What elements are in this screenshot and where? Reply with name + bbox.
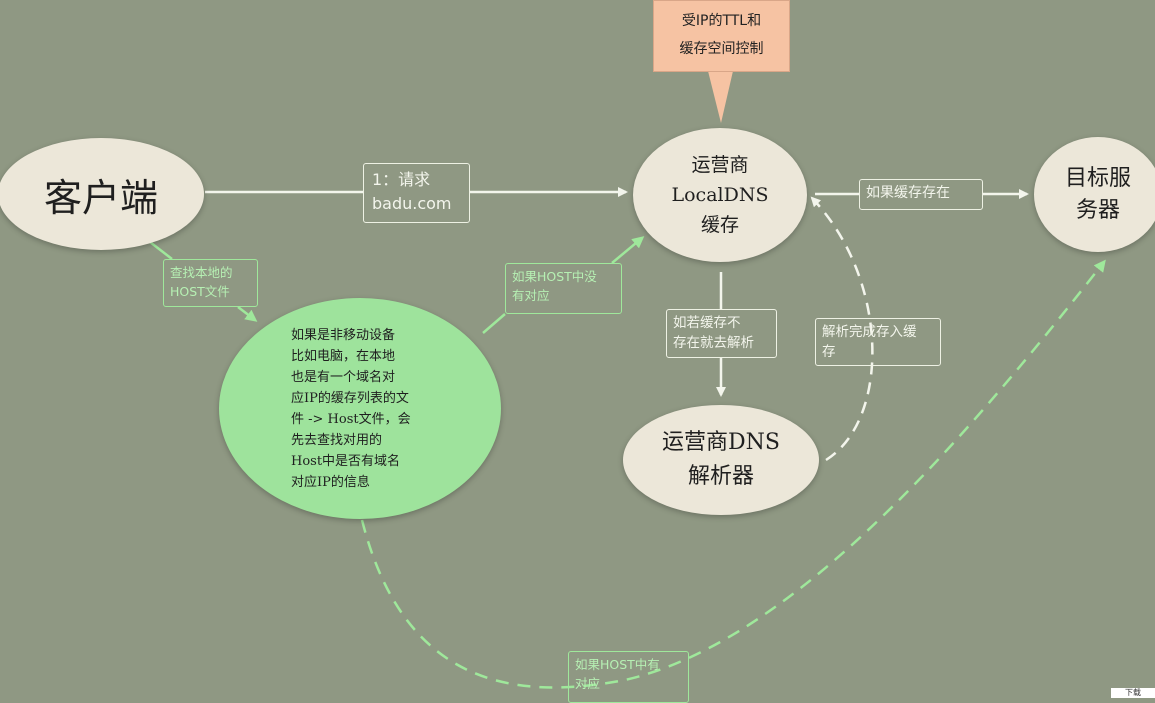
- target-server-label: 目标服 务器: [1064, 165, 1131, 223]
- find-host-label: 查找本地的 HOST文件: [163, 259, 258, 307]
- dns-resolver-label: 运营商DNS 解析器: [662, 430, 780, 489]
- target-server-node: 目标服 务器: [1034, 137, 1155, 252]
- has-host-entry-label: 如果HOST中有 对应: [568, 651, 689, 703]
- no-host-entry-label: 如果HOST中没 有对应: [505, 263, 622, 314]
- callout-pointer: [708, 71, 733, 123]
- corner-download-tab[interactable]: 下载: [1111, 688, 1155, 698]
- local-dns-node: 运营商 LocalDNS 缓存: [633, 128, 807, 262]
- arrow-client-to-findhost: [149, 241, 173, 260]
- resolved-label: 解析完成存入缓 存: [815, 318, 941, 366]
- arrow-findhost-to-host: [237, 306, 258, 322]
- cache-exists-label: 如果缓存存在: [859, 179, 983, 210]
- arrow-host-to-nohost: [482, 313, 506, 334]
- dns-resolver-node: 运营商DNS 解析器: [623, 405, 819, 515]
- ttl-callout: 受IP的TTL和 缓存空间控制: [653, 0, 790, 72]
- client-node: 客户端: [0, 138, 204, 250]
- host-file-node: 如果是非移动设备 比如电脑，在本地 也是有一个域名对 应IP的缓存列表的文 件 …: [219, 298, 501, 519]
- client-label: 客户端: [43, 175, 158, 220]
- arrow-resolver-to-localdns: [810, 196, 874, 462]
- host-file-description: 如果是非移动设备 比如电脑，在本地 也是有一个域名对 应IP的缓存列表的文 件 …: [291, 327, 411, 490]
- arrow-nohost-to-localdns: [611, 236, 645, 264]
- local-dns-label: 运营商 LocalDNS 缓存: [671, 154, 769, 236]
- not-cached-label: 如若缓存不 存在就去解析: [666, 309, 777, 358]
- request-label: 1：请求 badu.com: [363, 163, 470, 223]
